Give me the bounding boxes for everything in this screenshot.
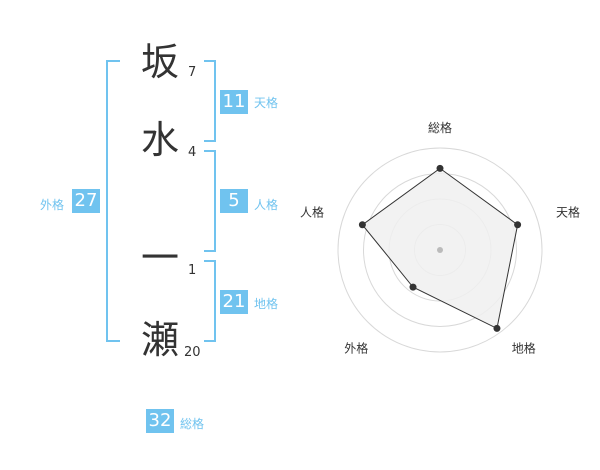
jinkaku-label: 人格 — [254, 198, 279, 212]
gaikaku-badge: 27 — [72, 189, 100, 213]
radar-axis-label-4: 外格 — [344, 341, 368, 356]
stroke-count-1: 7 — [188, 65, 197, 80]
soukaku-label: 総格 — [180, 417, 205, 431]
radar-axis-label-2: 天格 — [556, 204, 580, 219]
jinkaku-badge: 5 — [220, 189, 248, 213]
radar-ring-1 — [414, 224, 466, 276]
radar-point-4 — [409, 283, 417, 291]
gaikaku-label: 外格 — [40, 198, 65, 212]
radar-ring-4 — [337, 147, 543, 353]
stroke-count-3: 1 — [188, 263, 197, 278]
tenkaku-badge: 11 — [220, 90, 248, 114]
tenkaku-bracket — [204, 60, 216, 142]
soukaku-badge: 32 — [146, 409, 174, 433]
radar-data-area — [361, 167, 519, 330]
radar-point-2 — [514, 221, 522, 229]
radar-ring-3 — [363, 173, 517, 327]
radar-axis-label-3: 地格 — [512, 341, 536, 356]
tenkaku-label: 天格 — [254, 96, 279, 110]
radar-point-3 — [493, 324, 501, 332]
chikaku-label: 地格 — [254, 297, 279, 311]
radar-ring-2 — [388, 198, 492, 302]
radar-axis-label-5: 人格 — [300, 204, 324, 219]
chikaku-badge: 21 — [220, 290, 248, 314]
chikaku-bracket — [204, 260, 216, 342]
radar-point-5 — [358, 221, 366, 229]
stroke-count-2: 4 — [188, 145, 197, 160]
stroke-count-4: 20 — [184, 345, 201, 360]
name-char-3: 一 — [140, 236, 179, 280]
radar-center-dot — [437, 247, 443, 253]
jinkaku-bracket — [204, 150, 216, 252]
outer-bracket — [106, 60, 120, 342]
radar-axis-label-1: 総格 — [428, 120, 452, 135]
name-char-2: 水 — [140, 118, 179, 162]
name-char-4: 瀬 — [140, 318, 179, 362]
radar-point-1 — [436, 164, 444, 172]
name-char-1: 坂 — [140, 40, 179, 84]
